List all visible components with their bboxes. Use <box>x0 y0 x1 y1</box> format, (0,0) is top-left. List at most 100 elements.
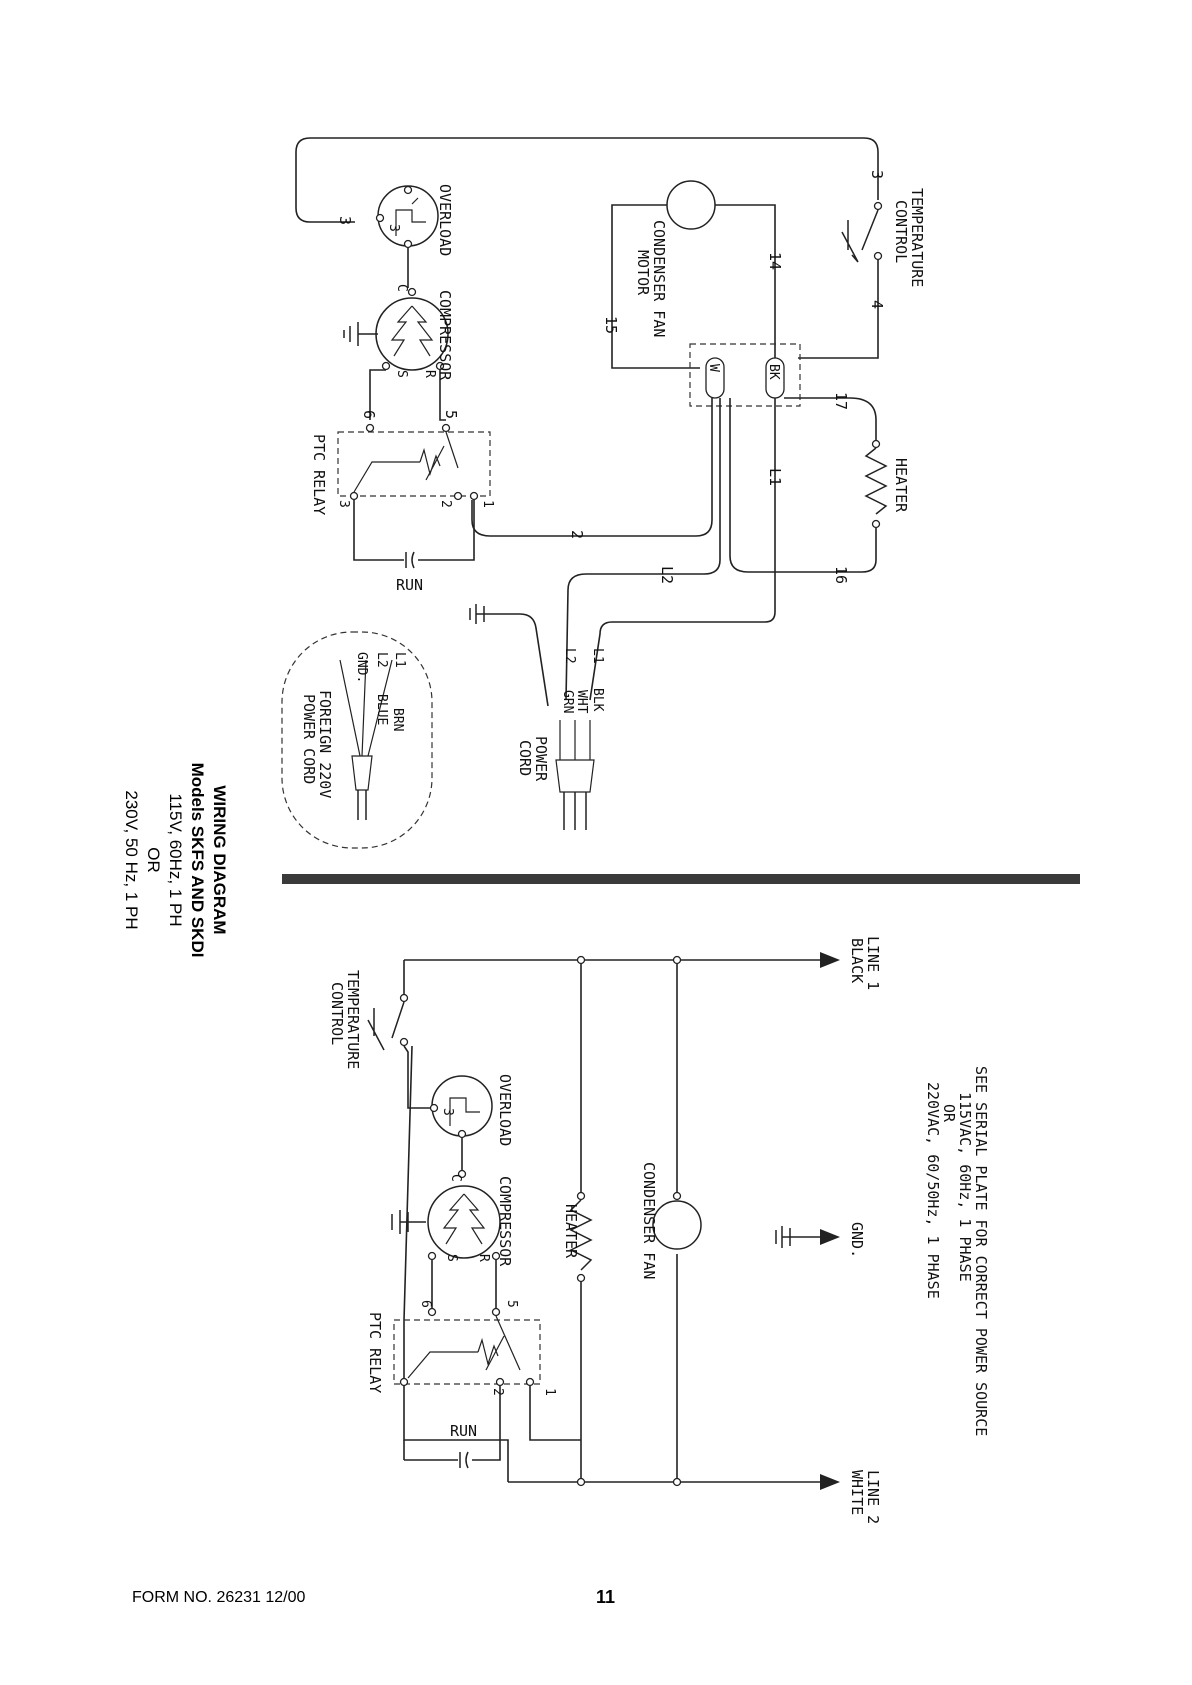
page-title: WIRING DIAGRAM Models SKFS AND SKDI 115V… <box>122 763 229 958</box>
relay-terminal-3: 3 <box>336 500 351 508</box>
ptc-relay-label: PTC RELAY <box>310 434 328 515</box>
cord-wht: WHT <box>574 690 589 714</box>
gnd-arrow-icon <box>820 1229 840 1245</box>
relay-terminal-1: 1 <box>480 500 495 508</box>
line1-arrow-icon <box>820 952 840 968</box>
title-line-1: WIRING DIAGRAM <box>210 785 229 934</box>
title-line-5: 230V, 50 Hz, 1 PH <box>122 790 141 929</box>
foreign-l2: L2 <box>374 652 389 668</box>
power-cord-plug-icon <box>563 792 587 830</box>
schematic-condenser-fan <box>652 1200 702 1250</box>
gnd-label: GND. <box>848 1222 866 1258</box>
schematic-relay-6: 6 <box>418 1300 433 1308</box>
temperature-control-switch <box>798 201 883 359</box>
wire-num-l2: L2 <box>658 566 676 584</box>
foreign-plug-icon <box>357 790 367 820</box>
cord-ground-wire <box>490 613 549 707</box>
overload-terminal-3: 3 <box>386 224 401 232</box>
schematic-comp-s: S <box>444 1254 459 1262</box>
schematic-run-capacitor-wire <box>403 1386 501 1461</box>
serial-note-1: SEE SERIAL PLATE FOR CORRECT POWER SOURC… <box>972 1066 990 1436</box>
schematic-relay-5: 5 <box>504 1300 519 1308</box>
wire-num-14: 14 <box>766 252 784 270</box>
schematic-run-label: RUN <box>450 1422 477 1440</box>
serial-note-2: 115VAC, 60Hz, 1 PHASE <box>956 1092 974 1282</box>
line2-label-2: WHITE <box>848 1470 866 1515</box>
line2-label-1: LINE 2 <box>864 1470 882 1524</box>
power-cord-label-2: CORD <box>516 740 534 776</box>
terminal-w: W <box>706 364 721 372</box>
serial-note-3: OR <box>940 1104 958 1123</box>
wire-num-4: 4 <box>868 300 886 309</box>
overload-label: OVERLOAD <box>436 184 454 256</box>
run-capacitor <box>405 551 415 569</box>
wire-num-3-left: 3 <box>336 216 354 225</box>
foreign-cord-oval <box>281 631 433 849</box>
schematic-compressor-ground <box>391 1210 426 1234</box>
wire-3-loop <box>295 137 879 223</box>
heater-label: HEATER <box>892 458 910 513</box>
wire-num-15: 15 <box>602 316 620 334</box>
form-number: FORM NO. 26231 12/00 <box>132 1589 306 1606</box>
title-line-3: 115V, 60Hz, 1 PH <box>166 793 185 926</box>
heater-element <box>864 439 888 529</box>
foreign-cord-label-1: FOREIGN 220V <box>316 690 334 798</box>
wire-16 <box>729 398 877 573</box>
line1-label-1: LINE 1 <box>864 936 882 990</box>
schematic-comp-r: R <box>476 1254 491 1262</box>
condenser-fan-label-2: MOTOR <box>634 250 652 296</box>
gnd-icon <box>775 1226 796 1248</box>
run-label: RUN <box>396 576 423 594</box>
schematic-temp-label-2: CONTROL <box>328 982 346 1045</box>
relay-terminal-2: 2 <box>438 500 453 508</box>
wire-num-3-top: 3 <box>868 170 886 179</box>
page-number: 11 <box>596 1587 616 1607</box>
cord-ground-icon <box>469 604 490 624</box>
run-capacitor-wire <box>353 500 475 561</box>
wire-num-2: 2 <box>568 530 586 539</box>
schematic-comp-c: C <box>448 1174 463 1182</box>
condenser-fan-motor <box>666 180 716 230</box>
wire-L2 <box>565 398 721 701</box>
wire-num-l1: L1 <box>766 468 784 486</box>
wire-num-16: 16 <box>832 566 850 584</box>
schematic-temp-control <box>367 1001 405 1051</box>
schematic-heater <box>569 1199 593 1271</box>
title-line-4: OR <box>144 847 163 873</box>
foreign-l1: L1 <box>392 652 407 668</box>
schematic-run-capacitor <box>459 1451 469 1469</box>
cord-grn: GRN <box>560 690 575 713</box>
pictorial-diagram: TEMPERATURE CONTROL CONDENSER FAN MOTOR … <box>281 137 926 849</box>
wire-num-17: 17 <box>832 392 850 410</box>
schematic-compressor <box>427 1185 501 1259</box>
schematic-fan-label: CONDENSER FAN <box>640 1162 658 1279</box>
power-cord-label-1: POWER <box>532 736 550 782</box>
wire-15 <box>611 204 700 369</box>
comp-terminal-s: S <box>394 370 409 378</box>
schematic-overload-3: 3 <box>440 1108 455 1116</box>
temp-control-label-1: TEMPERATURE <box>908 188 926 287</box>
schematic-temp-label-1: TEMPERATURE <box>344 970 362 1069</box>
ptc-relay-box <box>337 431 491 497</box>
terminal-block <box>689 343 801 407</box>
schematic-ptc-relay-box <box>393 1319 541 1385</box>
foreign-brn: BRN <box>390 708 405 731</box>
wire-14 <box>715 204 776 358</box>
schematic-relay-2: 2 <box>490 1388 505 1396</box>
foreign-cord-label-2: POWER CORD <box>300 694 318 784</box>
wire-2 <box>471 398 713 537</box>
temp-control-label-2: CONTROL <box>892 200 910 263</box>
foreign-blue: BLUE <box>374 694 389 725</box>
comp-terminal-r: R <box>422 370 437 378</box>
schematic-diagram: LINE 1 BLACK LINE 2 WHITE GND. SEE SERIA… <box>328 936 990 1524</box>
comp-terminal-c: C <box>394 284 409 292</box>
serial-note-4: 220VAC, 60/50Hz, 1 PHASE <box>924 1082 942 1299</box>
schematic-overload-label: OVERLOAD <box>496 1074 514 1146</box>
schematic-overload <box>431 1075 493 1137</box>
line2-arrow-icon <box>820 1474 840 1490</box>
wire-17 <box>784 397 877 440</box>
overload-symbol <box>377 185 439 247</box>
schematic-heater-label: HEATER <box>562 1204 580 1259</box>
terminal-bk: BK <box>766 364 781 380</box>
